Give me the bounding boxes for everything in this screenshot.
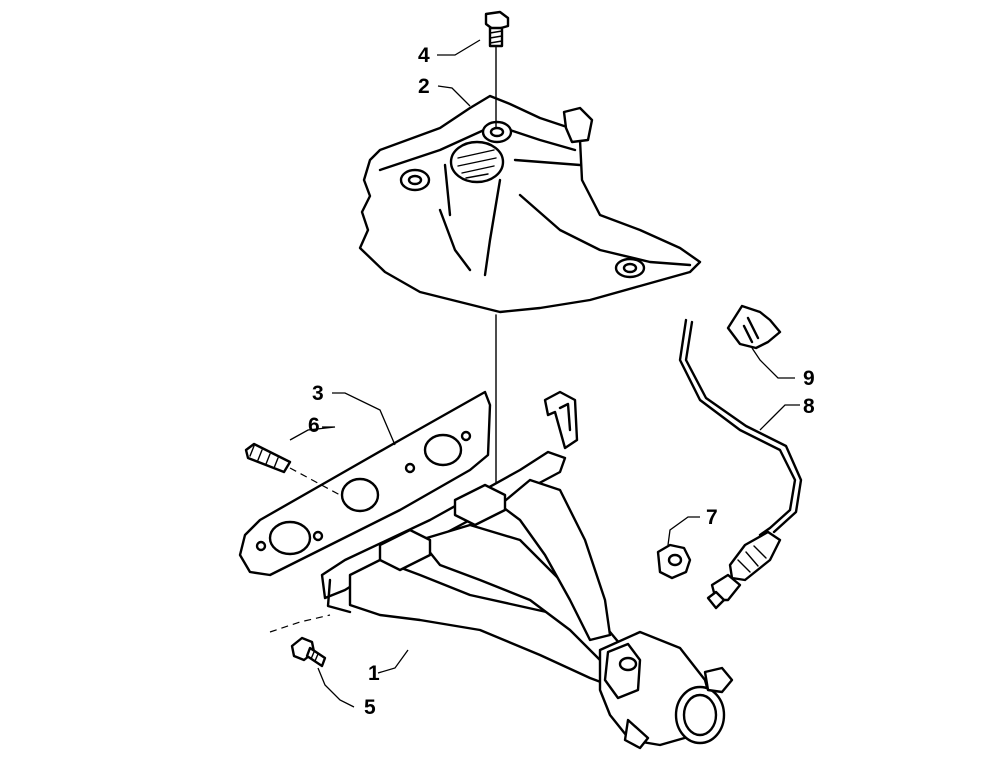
part-8-oxygen-sensor[interactable] (678, 318, 803, 610)
part-2-heat-shield[interactable] (358, 94, 702, 314)
leader-9 (751, 347, 795, 379)
callout-3: 3 (312, 382, 324, 405)
callout-6: 6 (308, 414, 320, 437)
part-5-bolt[interactable] (269, 614, 331, 668)
leader-4 (437, 39, 481, 56)
callout-8: 8 (803, 395, 815, 418)
callout-2: 2 (418, 75, 430, 98)
callout-4: 4 (418, 44, 430, 67)
leader-8 (759, 404, 800, 431)
part-3-gasket[interactable] (238, 390, 492, 577)
leader-5 (317, 667, 355, 708)
part-9-clip[interactable] (726, 304, 782, 350)
leader-6 (289, 426, 336, 441)
part-6-stud[interactable] (244, 442, 341, 496)
callout-1: 1 (368, 662, 380, 685)
leader-7 (667, 516, 700, 546)
part-1-exhaust-manifold[interactable] (320, 390, 734, 750)
leader-3 (332, 392, 396, 446)
leader-1 (377, 649, 409, 674)
part-4-bolt[interactable] (484, 10, 510, 48)
part-7-nut[interactable] (656, 543, 692, 580)
callout-5: 5 (364, 696, 376, 719)
callout-9: 9 (803, 367, 815, 390)
callout-7: 7 (706, 506, 718, 529)
leader-2 (437, 85, 471, 107)
